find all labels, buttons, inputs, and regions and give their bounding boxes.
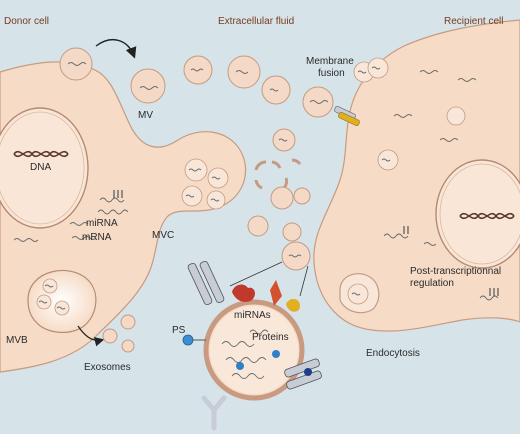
recipient-dna-helix-icon — [459, 212, 515, 220]
fusing-vesicle — [302, 86, 334, 118]
mv-label: MV — [138, 110, 153, 121]
extracellular-fluid-header: Extracellular fluid — [218, 16, 294, 27]
extracellular-vesicle — [261, 75, 291, 105]
membrane-fusion-label-1: Membrane — [306, 56, 354, 67]
membrane-protein-icon — [232, 284, 255, 302]
extracellular-vesicle — [270, 186, 294, 210]
endocytosis-label: Endocytosis — [366, 348, 420, 359]
microvesicle — [130, 68, 166, 104]
donor-nucleus — [0, 107, 89, 229]
recipient-ribosome-icon-2 — [479, 288, 499, 301]
exocytosis-arrow-icon — [77, 325, 105, 347]
microvesicle-cluster — [181, 158, 229, 210]
endocytic-vesicle — [339, 273, 380, 314]
multivesicular-body — [27, 270, 97, 333]
exosome — [121, 339, 135, 353]
donor-cell-header: Donor cell — [4, 16, 49, 27]
extracellular-vesicle — [183, 55, 213, 85]
zoom-source-vesicle — [281, 241, 311, 271]
extracellular-vesicle — [272, 128, 296, 152]
y-receptor-icon — [201, 395, 227, 431]
mrna-label: mRNA — [82, 232, 112, 243]
phosphatidylserine-icon — [182, 334, 194, 346]
extracellular-vesicle — [227, 55, 261, 89]
transmembrane-receptor-icon — [187, 260, 225, 306]
mvc-label: MVC — [152, 230, 174, 241]
ribosome-rna-icon — [99, 190, 125, 203]
post-transcriptional-label-2: regulation — [410, 278, 454, 289]
membrane-protein-icon — [270, 280, 282, 306]
mirnas-label: miRNAs — [234, 310, 271, 321]
post-transcriptional-label-1: Post-transcriptionnal — [410, 266, 501, 277]
mirna-strand-icon — [97, 209, 129, 215]
exosomes-label: Exosomes — [84, 362, 131, 373]
release-arrow-icon — [95, 38, 137, 59]
membrane-fusion-icon — [334, 105, 360, 127]
exosome-detail — [203, 299, 305, 401]
membrane-fusion-label-2: fusion — [318, 68, 345, 79]
donor-dna-helix-icon — [13, 150, 69, 158]
proteins-label: Proteins — [252, 332, 289, 343]
recipient-nucleus — [435, 159, 520, 269]
mvb-label: MVB — [6, 335, 28, 346]
extracellular-vesicle — [247, 215, 269, 237]
ps-label: PS — [172, 325, 186, 336]
exosome — [102, 328, 118, 344]
recipient-cell-header: Recipient cell — [444, 16, 503, 27]
mirna-label: miRNA — [86, 218, 118, 229]
exosome — [120, 314, 136, 330]
extracellular-vesicle — [282, 222, 302, 242]
recipient-ribosome-icon — [383, 226, 409, 239]
membrane-protein-icon — [286, 298, 300, 312]
transmembrane-channel-icon — [284, 358, 322, 390]
dna-label: DNA — [30, 162, 51, 173]
budding-microvesicle — [59, 47, 93, 81]
extracellular-vesicle — [293, 187, 311, 205]
